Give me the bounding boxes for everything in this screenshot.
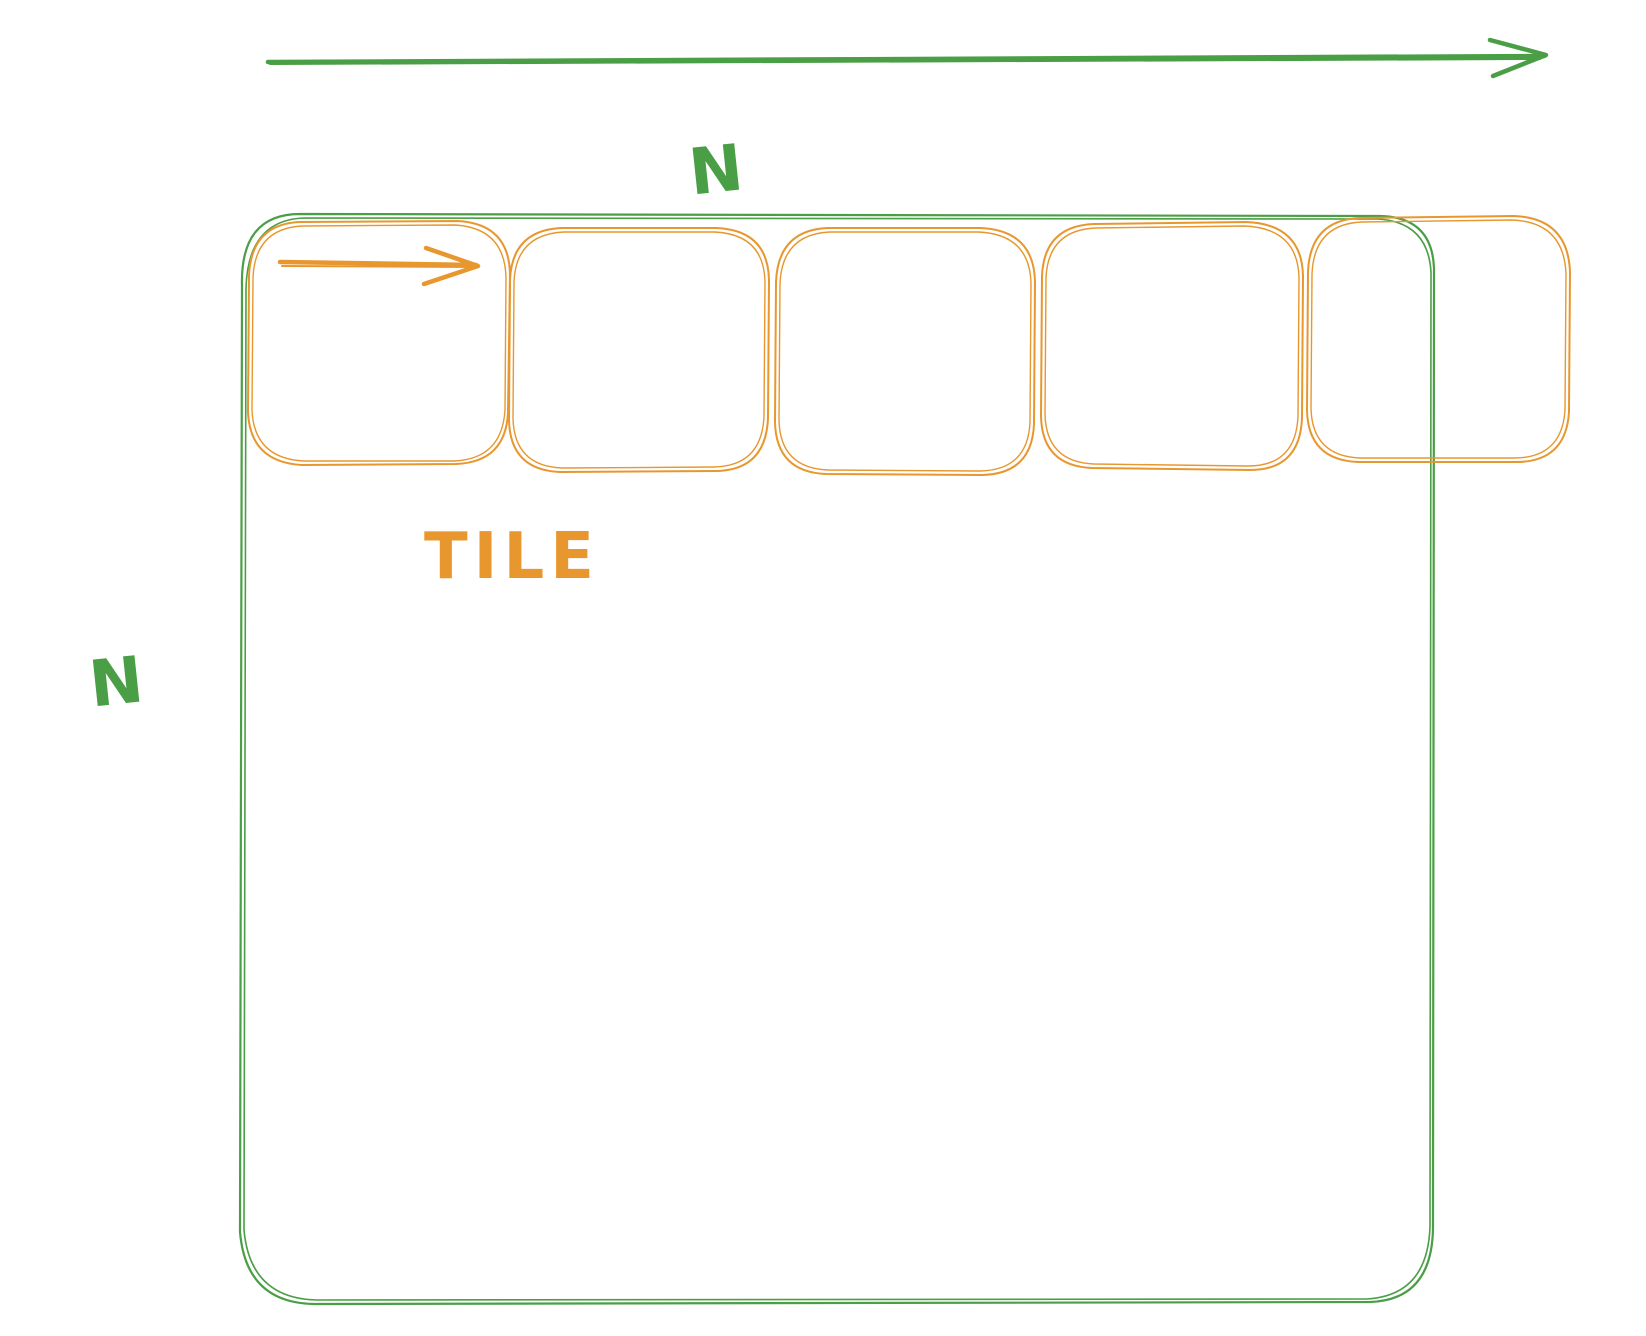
tile-5 xyxy=(1305,214,1572,463)
tile-row xyxy=(246,214,1572,477)
top-direction-arrow xyxy=(265,37,1549,79)
tile-2 xyxy=(507,227,771,474)
top-n-label: N xyxy=(686,131,747,210)
tile-3 xyxy=(773,227,1037,477)
matrix-outline xyxy=(238,212,1436,1306)
left-n-label: N xyxy=(86,643,147,722)
tile-label: TILE xyxy=(424,520,600,594)
tile-4 xyxy=(1039,220,1305,472)
tile-1 xyxy=(246,219,512,467)
tile-direction-arrow xyxy=(277,245,481,287)
